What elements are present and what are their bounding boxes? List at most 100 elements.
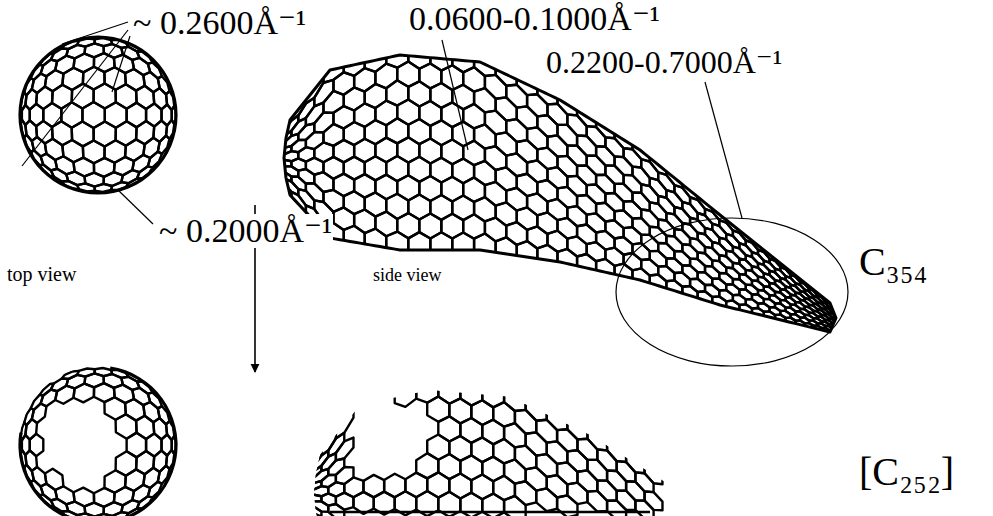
hexagon-cell [547,104,567,125]
molecule-label: [C₂₅₂] [858,452,955,492]
hexagon-cell [537,245,557,267]
hexagon-cell [526,467,547,490]
hexagon-cell [259,161,282,181]
hexagon-cell [474,124,496,148]
hexagon-cell [577,165,596,185]
hexagon-cell [698,272,713,285]
hexagon-cell [517,174,538,196]
hexagon-cell [617,432,636,454]
hexagon-cell [557,462,577,484]
hexagon-cell [77,513,95,516]
hexagon-cell [289,496,312,505]
hexagon-cell [617,461,636,482]
hexagon-cell [658,266,674,281]
hexagon-cell [577,439,597,460]
hexagon-cell [328,459,344,476]
hexagon-cell [344,382,363,416]
cone-mesh [289,359,663,516]
hexagon-cell [536,385,557,408]
hexagon-cell [635,500,653,516]
leader-line [705,82,742,218]
hexagon-cell [587,460,607,481]
sphere-outline [18,366,177,516]
hexagon-cell [682,244,697,259]
curvature-label: ~ 0.2600Å⁻¹ [132,6,307,40]
hexagon-cell [55,386,74,404]
hexagon-cell [536,420,557,443]
hexagon-cell [526,432,547,455]
hexagon-cell [577,407,597,429]
hexagon-cell [557,125,577,146]
hexagon-cell [624,201,642,218]
hexagon-cell [567,418,587,440]
hexagon-cell [607,471,626,491]
leader-line [118,190,153,224]
hexagon-cell [506,256,527,279]
hexagon-cell [485,146,506,170]
hexagon-cell [605,137,623,157]
view-label: top view [6,264,77,284]
hexagon-cell [596,231,614,250]
hexagon-cell [615,157,633,176]
hexagon-cell [596,146,614,165]
hexagon-cell [289,469,312,494]
hexagon-cell [705,266,719,279]
hexagon-cell [259,156,282,161]
hexagon-cell [259,145,282,160]
hexagon-cell [674,273,690,287]
hexagon-cell [712,279,726,291]
hexagon-cell [441,251,463,276]
hexagon-cell [624,148,642,167]
molecule-label: C₃₅₄ [858,242,929,282]
hexagon-cell [650,251,667,267]
hexagon-cell [607,440,626,462]
hexagon-cell [836,332,840,335]
hexagon-cell [719,273,733,285]
hexagon-cell [832,333,839,336]
curvature-label: ~ 0.2000Å⁻¹ [158,214,333,248]
hexagon-cell [690,279,705,292]
hexagon-cell [333,241,354,264]
hexagon-cell [365,229,387,253]
hexagon-cell [289,480,312,495]
leader-line [22,30,128,166]
hexagon-cell [259,161,282,170]
hexagon-cell [463,251,485,276]
hexagon-cell [515,481,536,505]
hexagon-cell [666,258,682,273]
hexagon-cell [493,365,515,390]
hexagon-cell [567,115,586,136]
hexagon-cell [836,327,840,331]
hexagon-cell [496,167,517,190]
hexagon-cell [547,441,568,463]
hexagon-cell [577,195,596,215]
hexagon-cell [596,203,614,222]
hexagon-cell [567,146,586,166]
hexagon-cell [597,419,616,442]
hexagon-cell [515,446,536,470]
hexagon-cell [726,284,739,295]
hexagon-cell [557,429,577,451]
view-label: side view [372,266,442,284]
hexagon-cell [605,165,623,183]
hexagon-cell [645,464,663,484]
hexagon-cell [658,243,674,258]
hexagon-cell [836,307,840,312]
hexagon-cell [314,113,333,133]
hexagon-cell [517,241,538,263]
hexagon-cell [259,161,282,191]
hexagon-cell [289,491,312,496]
hexagon-cell [607,500,626,516]
hexagon-cell [527,127,547,149]
hexagon-cell [354,245,375,269]
hexagon-cell [605,275,623,293]
hexagon-cell [624,227,642,244]
hexagon-cell [635,444,653,465]
hexagon-cell [300,450,321,480]
hexagon-cell [641,259,658,275]
hexagon-cell [624,175,642,193]
hexagon-cell [496,132,517,155]
curvature-label: 0.0600-0.1000Å⁻¹ [408,2,661,36]
cone-outline [284,55,836,332]
